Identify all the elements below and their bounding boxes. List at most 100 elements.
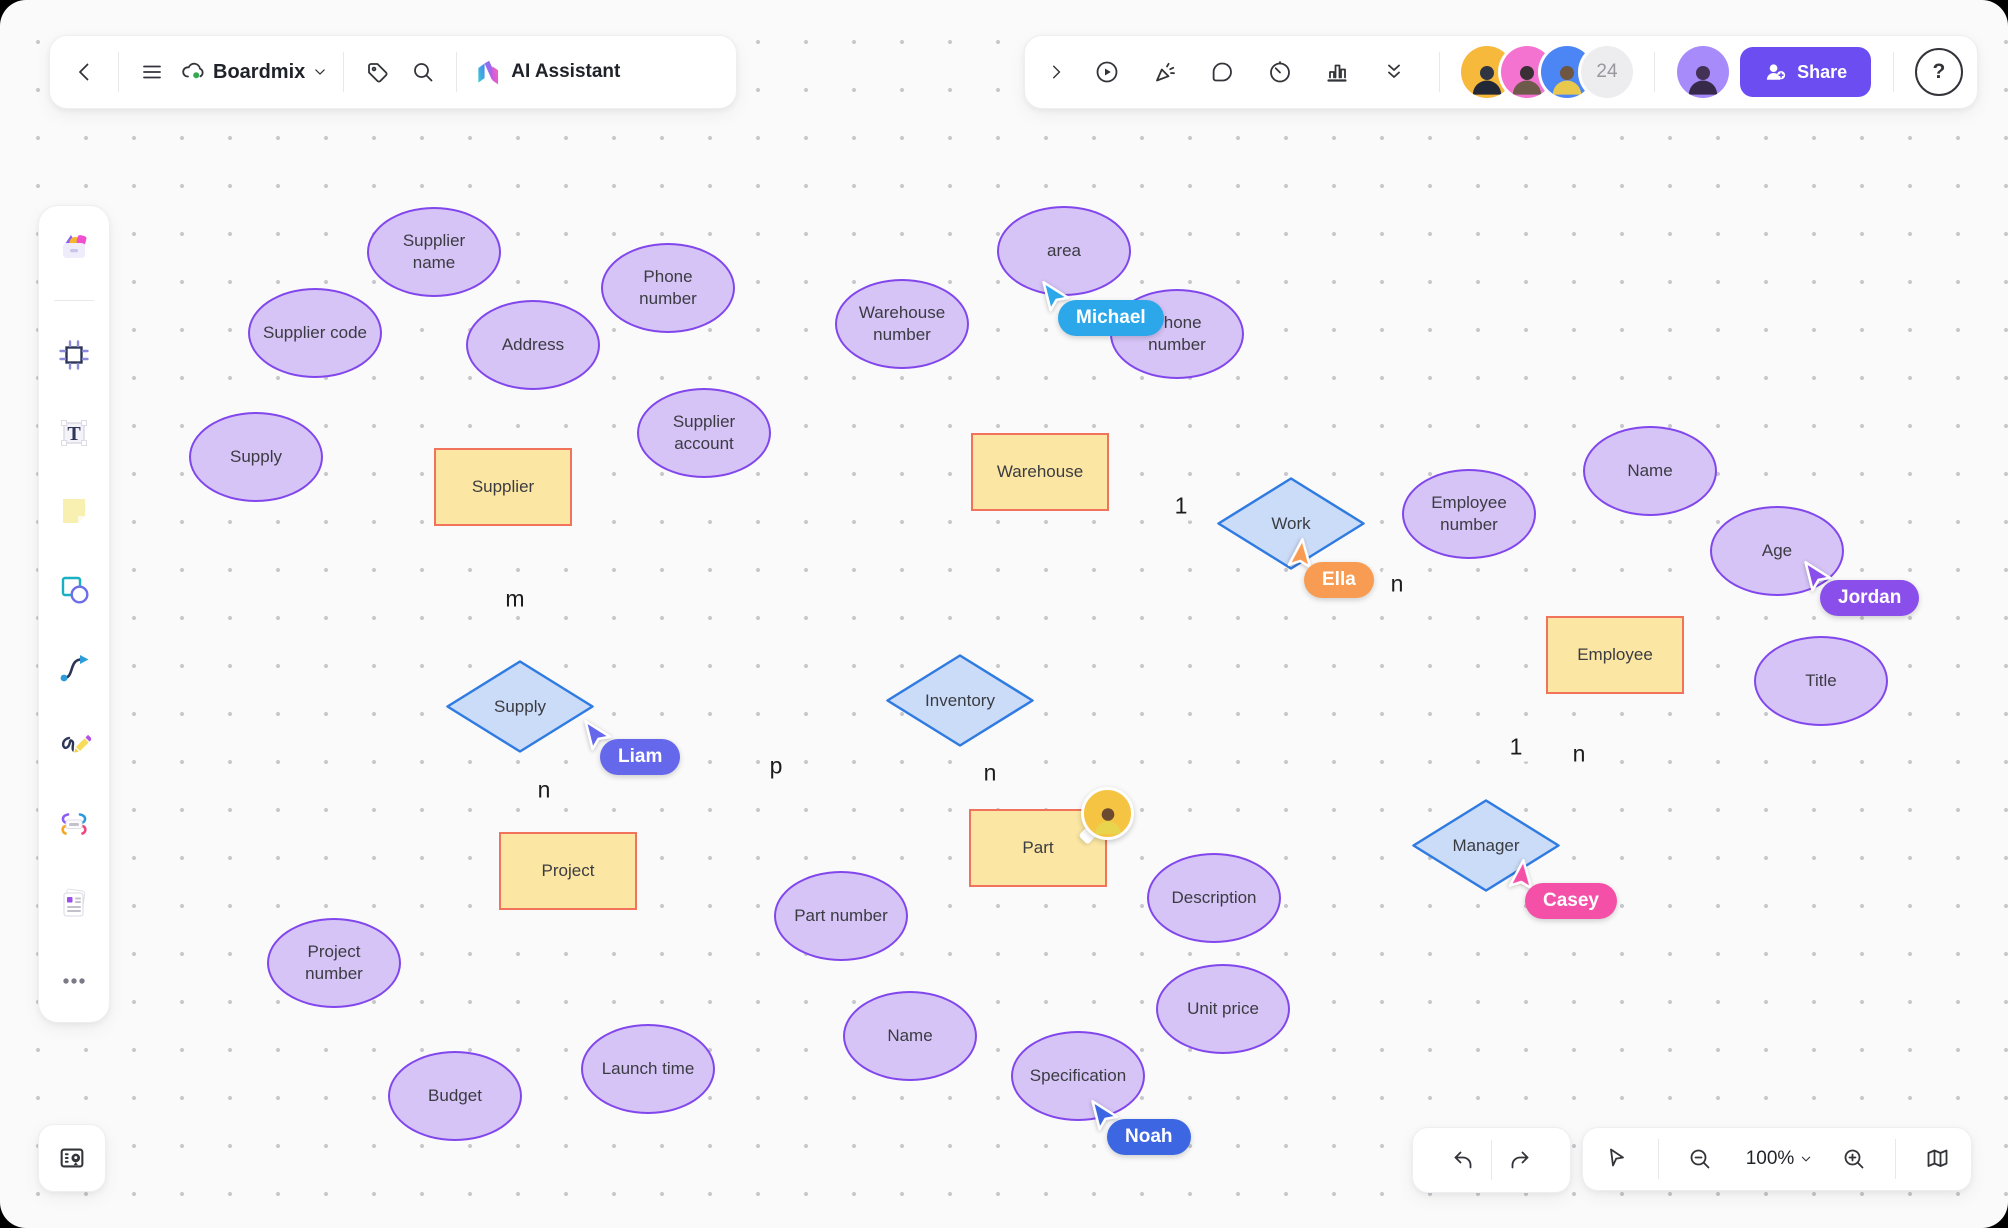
text-icon: T xyxy=(61,419,87,446)
attribute-title[interactable]: Title xyxy=(1754,636,1888,726)
undo-button[interactable] xyxy=(1441,1137,1487,1183)
attribute-project-number[interactable]: Project number xyxy=(267,918,401,1008)
person-avatar xyxy=(1472,66,1502,95)
board-title-menu[interactable]: Boardmix xyxy=(175,59,333,85)
collaborator-name-pill: Ella xyxy=(1304,562,1374,598)
minimap-button[interactable] xyxy=(1915,1136,1961,1182)
laser-pointer-button[interactable] xyxy=(1142,49,1188,95)
entity-supplier[interactable]: Supplier xyxy=(434,448,572,526)
timer-button[interactable] xyxy=(1257,49,1303,95)
edge-label-m[interactable]: m xyxy=(497,584,533,614)
sidebar-tool-mindmap[interactable] xyxy=(49,799,99,849)
share-button[interactable]: Share xyxy=(1740,47,1872,97)
edge-label-n4[interactable]: n xyxy=(975,758,1005,788)
sidebar-tool-sticky-note[interactable] xyxy=(49,486,99,536)
edge-label-n2[interactable]: n xyxy=(1382,569,1412,599)
cursor-icon xyxy=(1091,1100,1119,1131)
edge-label-n3[interactable]: n xyxy=(1564,739,1594,769)
attribute-specification[interactable]: Specification xyxy=(1011,1031,1145,1121)
attribute-warehouse-number[interactable]: Warehouse number xyxy=(835,279,969,369)
zoom-in-button[interactable] xyxy=(1831,1136,1877,1182)
relationship-work[interactable]: Work xyxy=(1216,476,1366,571)
attribute-employee-number[interactable]: Employee number xyxy=(1402,469,1536,559)
attribute-employee-name[interactable]: Name xyxy=(1583,426,1717,516)
attribute-part-name[interactable]: Name xyxy=(843,991,977,1081)
zoom-out-button[interactable] xyxy=(1677,1136,1723,1182)
ai-assistant-logo-icon xyxy=(478,60,499,84)
menu-button[interactable] xyxy=(129,49,175,95)
person-avatar xyxy=(1688,66,1717,95)
entity-employee[interactable]: Employee xyxy=(1546,616,1684,694)
diamond-shape xyxy=(886,654,1034,747)
back-button[interactable] xyxy=(62,49,108,95)
sidebar-tool-document[interactable] xyxy=(49,878,99,928)
select-cursor-button[interactable] xyxy=(1593,1136,1639,1182)
relationship-supply[interactable]: Supply xyxy=(445,659,595,754)
board-navigator-icon xyxy=(60,1148,84,1168)
board-navigator-button[interactable] xyxy=(38,1124,106,1192)
tools-sidebar: T xyxy=(38,205,110,1023)
zoom-level-dropdown[interactable]: 100% xyxy=(1740,1148,1815,1170)
bar-chart-icon xyxy=(1327,64,1347,82)
sidebar-tool-shapes[interactable] xyxy=(49,564,99,614)
current-user-avatar[interactable] xyxy=(1676,46,1729,98)
edge-label-n1[interactable]: n xyxy=(529,775,559,805)
attribute-supply[interactable]: Supply xyxy=(189,412,323,502)
divider xyxy=(1491,1140,1492,1180)
sidebar-tool-text[interactable]: T xyxy=(49,408,99,458)
search-button[interactable] xyxy=(400,49,446,95)
ai-assistant-button[interactable]: AI Assistant xyxy=(467,59,628,86)
help-button[interactable]: ? xyxy=(1914,48,1963,96)
divider xyxy=(1438,52,1440,92)
redo-button[interactable] xyxy=(1496,1137,1542,1183)
sidebar-tool-templates[interactable] xyxy=(49,222,99,272)
attribute-budget[interactable]: Budget xyxy=(388,1051,522,1141)
present-button[interactable] xyxy=(1084,49,1130,95)
cursor-icon xyxy=(1804,561,1832,592)
entity-project[interactable]: Project xyxy=(499,832,637,910)
sidebar-tool-frame[interactable] xyxy=(49,330,99,380)
cursor-arrow-icon xyxy=(1610,1148,1624,1167)
board-stats-button[interactable] xyxy=(1314,49,1360,95)
attribute-part-number[interactable]: Part number xyxy=(774,871,908,961)
sidebar-tool-more[interactable] xyxy=(49,956,99,1006)
sidebar-tool-connector[interactable] xyxy=(49,643,99,693)
laser-pointer-icon xyxy=(1155,62,1175,82)
collapse-toolbar-button[interactable] xyxy=(1371,49,1417,95)
comment-button[interactable] xyxy=(1199,49,1245,95)
expand-toolbar-button[interactable] xyxy=(1039,49,1073,95)
collaborator-avatar-stack[interactable]: 24 xyxy=(1461,46,1633,98)
collaborator-avatar[interactable] xyxy=(1541,46,1593,98)
shapes-icon xyxy=(61,577,89,604)
attribute-launch-time[interactable]: Launch time xyxy=(581,1024,715,1114)
back-icon xyxy=(79,63,89,81)
attribute-supplier-account[interactable]: Supplier account xyxy=(637,388,771,478)
attribute-phone-number-supplier[interactable]: Phone number xyxy=(601,243,735,333)
sidebar-tool-pen[interactable] xyxy=(49,721,99,771)
attribute-area[interactable]: area xyxy=(997,206,1131,296)
play-icon xyxy=(1096,61,1118,83)
attribute-supplier-code[interactable]: Supplier code xyxy=(248,288,382,378)
tag-button[interactable] xyxy=(354,49,400,95)
attribute-age[interactable]: Age xyxy=(1710,506,1844,596)
edge-label-1b[interactable]: 1 xyxy=(1501,732,1531,762)
edge-label-1a[interactable]: 1 xyxy=(1166,491,1196,521)
attribute-description[interactable]: Description xyxy=(1147,853,1281,943)
relationship-inventory[interactable]: Inventory xyxy=(885,653,1035,748)
ai-assistant-label: AI Assistant xyxy=(511,61,621,82)
divider xyxy=(456,52,458,92)
attribute-address[interactable]: Address xyxy=(466,300,600,390)
collaborator-count-badge[interactable]: 24 xyxy=(1581,46,1633,98)
entity-warehouse[interactable]: Warehouse xyxy=(971,433,1109,511)
attribute-supplier-name[interactable]: Supplier name xyxy=(367,207,501,297)
attribute-unit-price[interactable]: Unit price xyxy=(1156,964,1290,1054)
edge-label-p[interactable]: p xyxy=(761,751,791,781)
chevron-down-icon xyxy=(315,69,326,75)
map-icon xyxy=(1927,1149,1948,1167)
zoom-controls: 100% xyxy=(1582,1127,1972,1191)
double-chevron-down-icon xyxy=(1388,64,1401,78)
divider xyxy=(1654,52,1656,92)
board-title: Boardmix xyxy=(213,60,306,83)
divider xyxy=(1895,1139,1897,1179)
